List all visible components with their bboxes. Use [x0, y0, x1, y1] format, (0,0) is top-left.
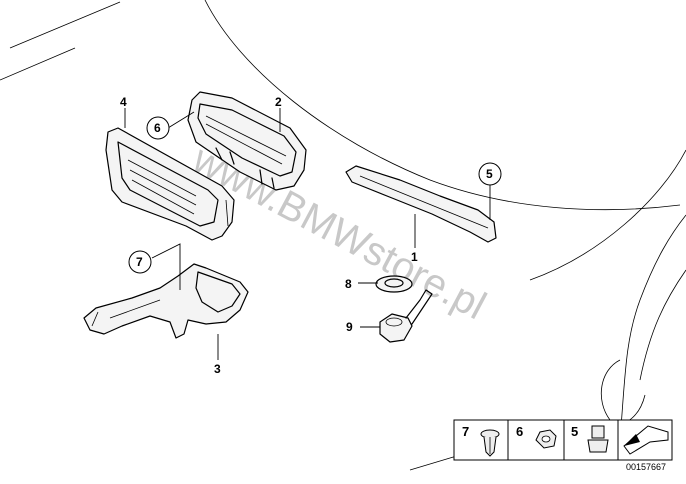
callout-7: 7 [136, 255, 143, 269]
part-9-nozzle [379, 289, 433, 343]
part-4-air-duct-housing [105, 127, 235, 241]
callout-9: 9 [346, 320, 353, 334]
leader-lines [124, 108, 491, 360]
callout-4: 4 [120, 95, 127, 109]
callout-circle-6 [146, 116, 170, 140]
legend-number-5: 5 [571, 424, 578, 439]
part-2-grille-frame [187, 91, 307, 191]
callout-circle-5 [478, 162, 502, 186]
nut-icon [535, 429, 557, 449]
legend-box: 7 6 5 00157667 [453, 419, 673, 472]
callout-3: 3 [214, 362, 221, 376]
legend-number-6: 6 [516, 424, 523, 439]
callout-5: 5 [486, 167, 493, 181]
part-3-intake-hose [83, 263, 249, 339]
part-1-trim-strip [345, 165, 497, 243]
rivet-icon [480, 429, 500, 457]
callout-1: 1 [411, 250, 418, 264]
part-8-washer [375, 275, 413, 293]
callouts: 4 2 6 5 1 7 3 8 9 [120, 95, 502, 376]
callout-6: 6 [154, 121, 161, 135]
legend-number-7: 7 [462, 424, 469, 439]
direction-arrow-icon [623, 425, 669, 455]
figure-id: 00157667 [626, 462, 666, 472]
plug-nut-icon [587, 425, 609, 453]
callout-circle-7 [128, 250, 152, 274]
callout-2: 2 [275, 95, 282, 109]
body-outline-lines [0, 0, 686, 471]
callout-8: 8 [345, 277, 352, 291]
